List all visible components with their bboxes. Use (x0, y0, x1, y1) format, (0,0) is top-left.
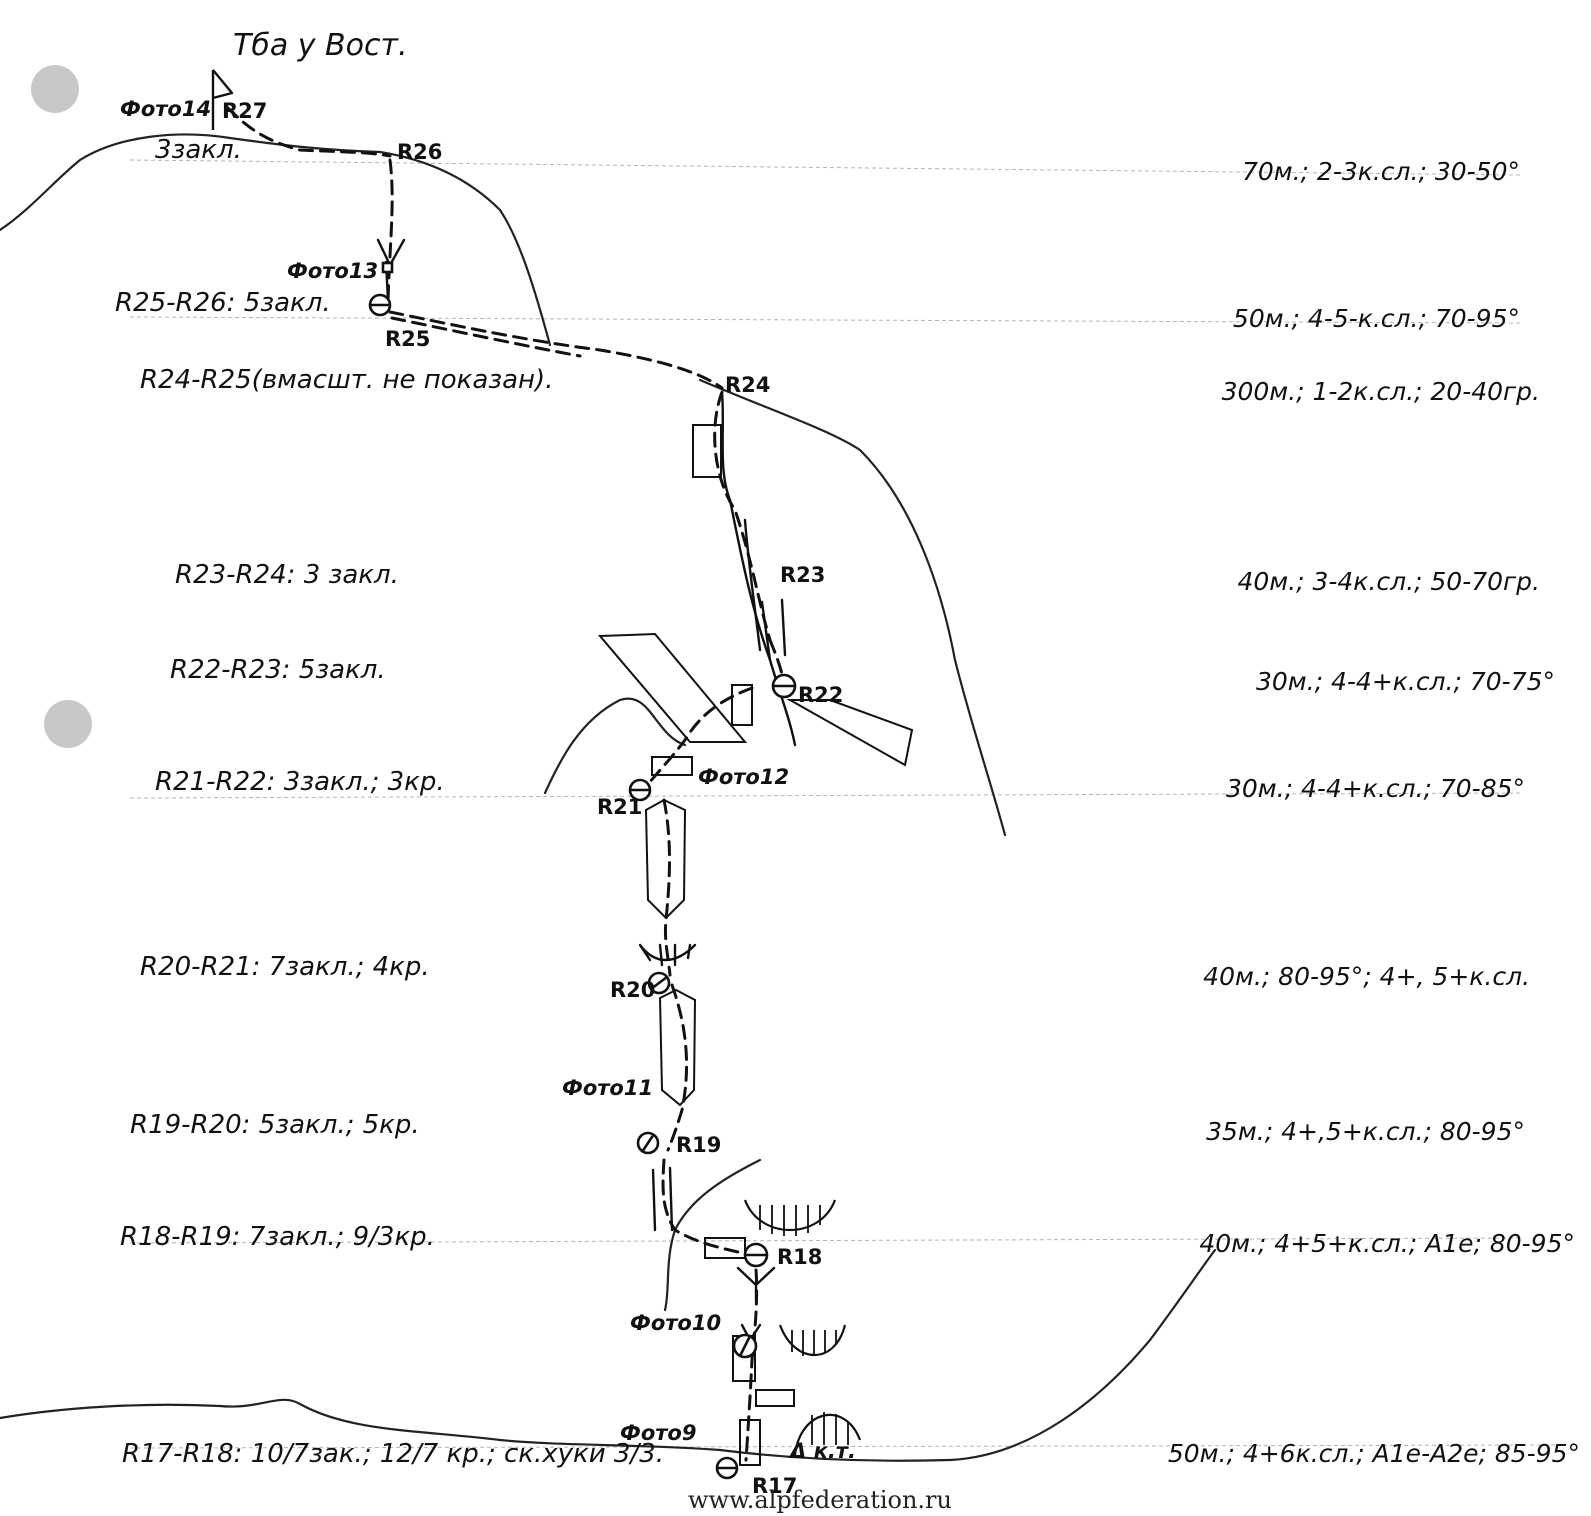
cornice-left (543, 697, 687, 795)
site-watermark: www.alpfederation.ru (688, 1486, 952, 1514)
block-foto9 (739, 1419, 761, 1466)
pitch-right-p25: 50м.; 4-5-к.сл.; 70-95° (1233, 304, 1520, 333)
pitch-left-p24: R24-R25(вмасшт. не показан). (140, 365, 553, 395)
pitch-left-p25: R25-R26: 5закл. (115, 288, 331, 318)
route-r25-r24b (390, 316, 582, 358)
station-label-r19: R19 (676, 1133, 721, 1157)
pitch-right-p20: 40м.; 80-95°; 4+, 5+к.сл. (1203, 962, 1530, 991)
pitch-left-p19: R19-R20: 5закл.; 5кр. (130, 1110, 420, 1140)
pitch-right-p18: 40м.; 4+5+к.сл.; A1e; 80-95° (1199, 1229, 1575, 1258)
block-r21 (651, 756, 693, 776)
station-labels: R27 R26 R25 R24 R23 R22 R21 R20 R19 R18 … (222, 99, 843, 1498)
photo-label-foto14: Фото14 (120, 97, 211, 121)
station-label-r21: R21 (597, 795, 642, 819)
dihedral-r21 (644, 798, 687, 920)
slabs (597, 424, 914, 1466)
station-label-r27: R27 (222, 99, 267, 123)
chimney-r23-left (760, 598, 787, 662)
route-r19-r18 (661, 1158, 758, 1258)
block-r22 (731, 684, 753, 726)
glacier-edge (0, 1248, 1217, 1462)
face-right-edge (698, 378, 1007, 837)
ridge-outline (0, 133, 552, 347)
rib-crack (663, 1158, 762, 1312)
station-label-r22: R22 (798, 683, 843, 707)
photo-label-foto13: Фото13 (287, 259, 378, 283)
station-label-r18: R18 (777, 1245, 822, 1269)
binder-hole-top (31, 65, 79, 113)
belay-icon-r21 (628, 778, 652, 802)
pitch-right-p19: 35м.; 4+,5+к.сл.; 80-95° (1206, 1117, 1525, 1146)
route-r20-r19 (666, 983, 689, 1152)
block-r24 (692, 424, 722, 478)
station-label-r20: R20 (610, 978, 655, 1002)
pitch-right-p22: 30м.; 4-4+к.сл.; 70-75° (1256, 667, 1555, 696)
summit-flag-icon (211, 69, 234, 130)
pitch-right-p17: 50м.; 4+6к.сл.; A1e-A2e; 85-95° (1168, 1439, 1580, 1468)
pitch-left-p18: R18-R19: 7закл.; 9/3кр. (120, 1222, 435, 1252)
crack-r24-sub (743, 518, 762, 652)
control-tour-marker: Δ к.т. (788, 1439, 856, 1463)
pitch-right-p21: 30м.; 4-4+к.сл.; 70-85° (1226, 774, 1525, 803)
route-r25-r24 (388, 310, 724, 390)
photo-label-foto12: Фото12 (698, 765, 789, 789)
belay-icon-r22 (771, 673, 797, 699)
page-title: Тба у Вост. (233, 28, 407, 63)
binder-hole-middle (44, 700, 92, 748)
belay-icon-r25 (368, 293, 392, 317)
slab-right (786, 699, 914, 767)
pitch-left-p20: R20-R21: 7закл.; 4кр. (140, 952, 430, 982)
pitch-right-column: 70м.; 2-3к.сл.; 30-50° 50м.; 4-5-к.сл.; … (1168, 157, 1580, 1468)
route-r26-r25 (386, 158, 394, 302)
chimney-r19 (651, 1166, 674, 1232)
route-r27-r26 (226, 106, 392, 158)
slab-upper-left (597, 632, 748, 743)
pitch-left-p17: R17-R18: 10/7зак.; 12/7 кр.; ск.хуки 3/3… (122, 1439, 664, 1469)
route-line (226, 106, 786, 1462)
block-r18 (704, 1237, 746, 1259)
station-label-r25: R25 (385, 327, 430, 351)
photo-label-foto11: Фото11 (562, 1076, 653, 1100)
route-r24-r23 (713, 390, 772, 642)
pitch-left-column: 3закл. R25-R26: 5закл. R24-R25(вмасшт. н… (115, 135, 664, 1469)
pitch-left-p21: R21-R22: 3закл.; 3кр. (155, 767, 445, 797)
pitch-right-p23: 40м.; 3-4к.сл.; 50-70гр. (1237, 567, 1540, 596)
pitch-left-p22: R22-R23: 5закл. (170, 655, 386, 685)
station-label-r23: R23 (780, 563, 825, 587)
photo-label-foto10: Фото10 (630, 1311, 721, 1335)
anchor-icon-foto13 (381, 261, 394, 274)
bulge-hatching (759, 1205, 849, 1445)
belay-icon-r20 (647, 971, 671, 995)
pitch-left-p23: R23-R24: 3 закл. (175, 560, 399, 590)
rule-lines (129, 159, 1561, 1449)
station-label-r26: R26 (397, 140, 442, 164)
overhang-bulges (743, 1199, 862, 1456)
dihedral-r20 (658, 988, 697, 1107)
photo-label-foto9: Фото9 (620, 1421, 696, 1445)
pitch-right-p24: 300м.; 1-2к.сл.; 20-40гр. (1222, 377, 1540, 406)
photo-labels: Фото14 Фото13 Фото12 Фото11 Фото10 Фото9 (120, 97, 789, 1445)
crack-r24 (720, 390, 797, 747)
belay-icon-r17 (715, 1456, 739, 1480)
block-lower (755, 1389, 795, 1407)
overhang-r20 (638, 943, 697, 967)
station-label-r17: R17 (752, 1474, 797, 1498)
chevron-r18 (736, 1266, 776, 1302)
pitch-left-p26: 3закл. (155, 135, 242, 165)
bulge-r18 (743, 1199, 837, 1231)
pitch-right-p26: 70м.; 2-3к.сл.; 30-50° (1242, 157, 1520, 186)
station-label-r24: R24 (725, 373, 770, 397)
belay-icon-r18 (743, 1242, 769, 1268)
route-r21-r20 (662, 798, 672, 977)
belay-stations (368, 261, 797, 1480)
belay-icon-r19 (636, 1131, 660, 1155)
belay-icon-foto10 (732, 1333, 758, 1359)
